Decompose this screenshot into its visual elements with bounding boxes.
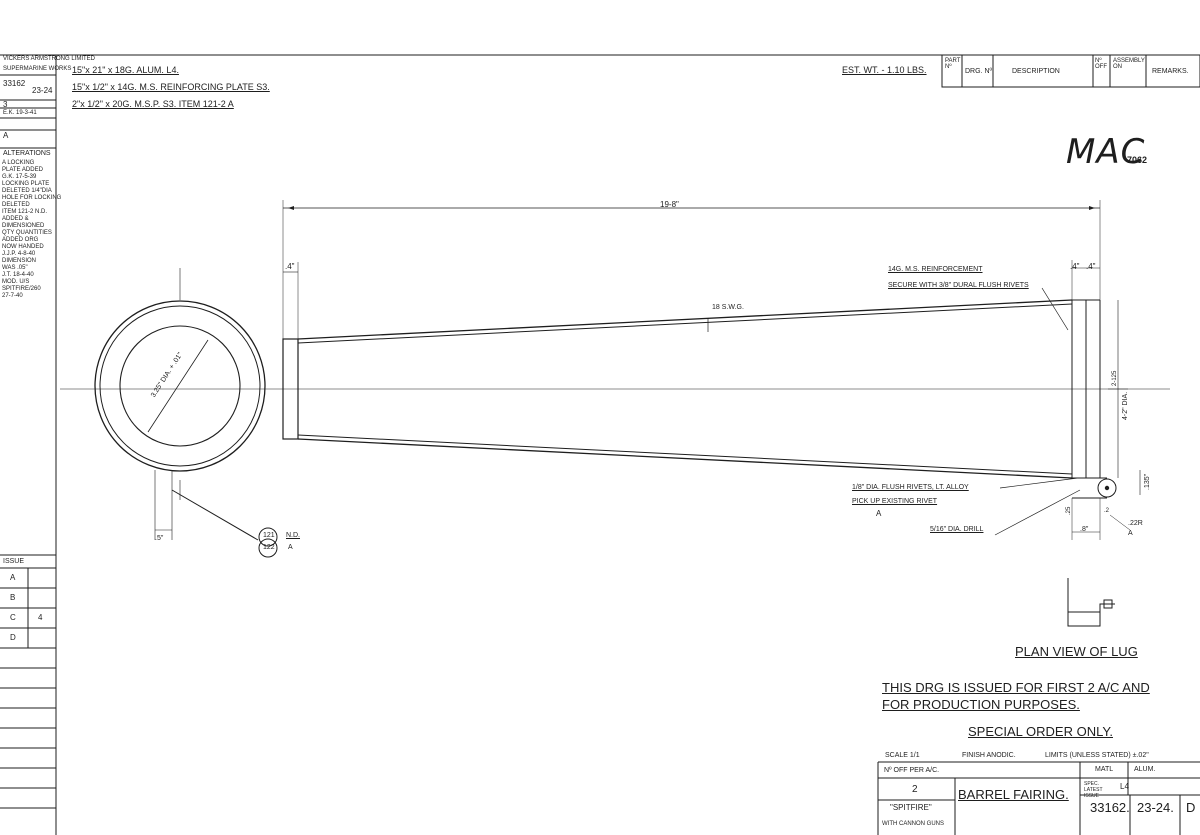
dim-half-height: 2-125 (1112, 370, 1118, 386)
title-size: D (1186, 800, 1196, 815)
alteration-line: QTY QUANTITIES (2, 230, 52, 236)
parts-col-part-no: PART Nº (945, 58, 961, 70)
note-delta-a-2: A (1128, 530, 1133, 537)
title-matl-label: MATL (1095, 766, 1114, 773)
title-finish: FINISH ANODIC. (962, 752, 1016, 759)
dim-right-end-b: .4" (1086, 262, 1096, 271)
dim-overall-length: 19-8" (660, 200, 679, 209)
title-aircraft: "SPITFIRE" (890, 803, 932, 812)
dim-radius: .22R (1128, 520, 1143, 527)
alteration-line: ADDED & (2, 216, 29, 222)
alteration-line: PLATE ADDED (2, 167, 43, 173)
parts-table (941, 54, 1200, 88)
parts-col-assembly: ASSEMBLY ON (1113, 58, 1145, 70)
alteration-line: SPITFIRE/260 (2, 286, 41, 292)
alteration-line: DIMENSIONED (2, 223, 45, 229)
issue-row-c: C (10, 613, 16, 622)
alteration-line: A LOCKING (2, 160, 35, 166)
alteration-line: 27-7-40 (2, 293, 23, 299)
title-spec-label: SPEC. LATEST ISSUE (1084, 781, 1103, 799)
dim-lug-width: .8" (1080, 526, 1089, 533)
alteration-line: G.K. 17-5-39 (2, 174, 37, 180)
alteration-line: NOW HANDED (2, 244, 44, 250)
alterations-heading: ALTERATIONS (3, 150, 51, 157)
issue-row-b: B (10, 593, 16, 602)
parts-col-drg-no: DRG. Nº (965, 68, 993, 75)
title-matl-value: ALUM. (1134, 766, 1156, 773)
dim-right-diameter: 4-2" DIA. (1122, 391, 1129, 420)
balloon-item-122: 122 (263, 544, 275, 551)
left-sheet-ref: 23-24 (32, 86, 53, 95)
alteration-line: DIMENSION (2, 258, 37, 264)
fairing-flange (282, 338, 299, 440)
mac-stamp: MAC (1066, 132, 1146, 172)
dim-right-end-a: .4" (1070, 262, 1080, 271)
dim-lug-b: .2 (1104, 508, 1110, 514)
maker-name: VICKERS ARMSTRONG LIMITED (3, 56, 96, 62)
note-delta-a-1: A (876, 509, 882, 518)
alteration-line: MOD. U/S (2, 279, 30, 285)
dim-left-end: .4" (285, 262, 295, 271)
left-issue-date: E.K. 19-3-41 (3, 110, 37, 116)
note-reinforcement: 14G. M.S. REINFORCEMENT (888, 266, 983, 273)
alteration-line: DELETED 1/4"DIA (2, 188, 52, 194)
estimated-weight: EST. WT. - 1.10 LBS. (842, 65, 927, 75)
parts-col-remarks: REMARKS. (1152, 68, 1189, 75)
title-aircraft-note: WITH CANNON GUNS (882, 821, 944, 827)
title-no-off-value: 2 (912, 784, 918, 795)
issue-row-d: D (10, 633, 16, 642)
note-flush-rivets: 1/8" DIA. FLUSH RIVETS, LT. ALLOY (852, 484, 969, 491)
balloon-item-121: 121 (263, 532, 275, 539)
maker-dept: SUPERMARINE WORKS (3, 66, 72, 72)
drawing-title: BARREL FAIRING. (958, 787, 1069, 802)
title-scale: SCALE 1/1 (885, 752, 920, 759)
balloon-note-a: A (288, 544, 293, 551)
dim-bottom-width: .5" (155, 535, 164, 542)
issue-row-a: A (10, 573, 16, 582)
material-line-1: 15"x 21" x 18G. ALUM. L4. (72, 65, 179, 75)
material-line-2: 15"x 1/2" x 14G. M.S. REINFORCING PLATE … (72, 82, 270, 92)
alterations-list: A LOCKING PLATE ADDED G.K. 17-5-39 LOCKI… (2, 160, 62, 300)
dim-gauge: 18 S.W.G. (712, 304, 744, 311)
dim-lug-height: .135" (1144, 473, 1151, 490)
parts-col-description: DESCRIPTION (1012, 68, 1060, 75)
issue-heading: ISSUE (3, 558, 25, 565)
note-pickup-rivet: PICK UP EXISTING RIVET (852, 498, 938, 505)
title-spec-value: L4 (1120, 782, 1129, 791)
issue-note-line-1: THIS DRG IS ISSUED FOR FIRST 2 A/C AND (882, 680, 1150, 695)
title-drawing-no: 33162. (1090, 800, 1130, 815)
alteration-line: J.J.P. 4-8-40 (2, 251, 36, 257)
alteration-line: J.T. 18-4-40 (2, 272, 34, 278)
fairing-bottom-edge (297, 438, 1073, 479)
alteration-line: ITEM 121-2 N.D. (2, 209, 48, 215)
special-order-note: SPECIAL ORDER ONLY. (968, 724, 1113, 739)
plan-view-label: PLAN VIEW OF LUG (1015, 644, 1138, 659)
parts-col-no-off: Nº OFF (1095, 58, 1107, 70)
alteration-line: ADDED ORG (2, 237, 39, 243)
note-secure-rivets: SECURE WITH 3/8" DURAL FLUSH RIVETS (888, 282, 1029, 289)
end-view-outer-circle (94, 300, 266, 472)
left-issue-letter: A (3, 131, 9, 140)
fairing-top-edge (297, 299, 1073, 340)
title-limits: LIMITS (UNLESS STATED) ±.02" (1045, 752, 1149, 759)
alteration-line: HOLE FOR LOCKING (2, 195, 62, 201)
mac-number: 7062 (1127, 155, 1148, 165)
title-no-off-label: Nº OFF PER A/C. (884, 767, 940, 774)
alteration-line: WAS .05" (2, 265, 28, 271)
issue-note-line-2: FOR PRODUCTION PURPOSES. (882, 697, 1080, 712)
title-sheet-no: 23-24. (1137, 800, 1174, 815)
issue-mark-c: 4 (38, 613, 43, 622)
balloon-note-nd: N.D. (286, 532, 300, 539)
alteration-line: DELETED (2, 202, 30, 208)
left-drawing-ref: 33162 (3, 79, 26, 88)
end-view-inner-circle (119, 325, 241, 447)
material-line-3: 2"x 1/2" x 20G. M.S.P. S3. ITEM 121-2 A (72, 99, 234, 109)
alteration-line: LOCKING PLATE (2, 181, 50, 187)
dim-lug-a: .25 (1066, 506, 1072, 515)
left-issue-no: 3 (3, 100, 8, 109)
note-drill: 5/16" DIA. DRILL (930, 526, 984, 533)
